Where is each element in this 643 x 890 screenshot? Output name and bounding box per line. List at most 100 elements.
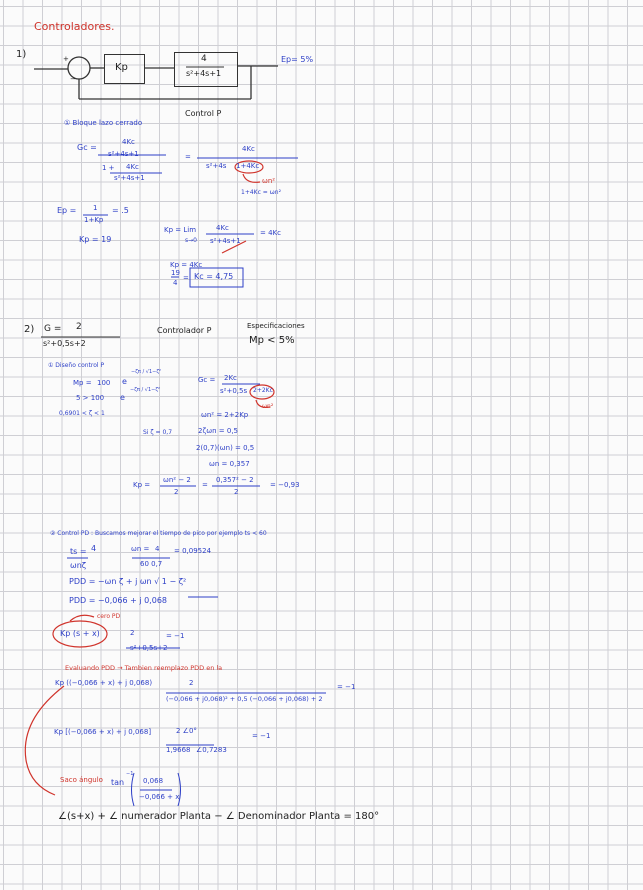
plant-numerator: 4 <box>201 54 207 64</box>
gc2-label: Gc = <box>198 376 216 384</box>
kp-block-label: Kp <box>115 62 128 73</box>
angulo-note: Saco ángulo <box>60 776 103 784</box>
tan-num: 0,068 <box>143 777 164 785</box>
tan-label: tan <box>111 778 125 787</box>
mp1-exp: −ζπ / √1−ζ² <box>131 369 162 375</box>
sum-plus: + <box>63 55 69 63</box>
kp-circled: Kp (s + x) <box>60 629 100 638</box>
ep-spec: Ep= 5% <box>281 55 314 64</box>
kp-lim: Kp = Lim <box>164 226 197 234</box>
ep-frac-den: 1+Kp <box>84 216 104 224</box>
kp-value: Kp = 19 <box>79 235 112 244</box>
wn-lead: ωn = <box>131 545 150 553</box>
sub-2-title: ② Control PD : Buscamos mejorar el tiemp… <box>50 530 267 537</box>
control-p-label: Control P <box>185 109 222 118</box>
sub-1-title: ① Diseño control P <box>48 362 105 369</box>
step-1-title: ① Bloque lazo cerrado <box>64 119 143 127</box>
mp2-lead: 5 > 100 <box>76 394 105 402</box>
frac-19: 19 <box>171 269 180 277</box>
eq-b: 2(0,7)(ωn) = 0,5 <box>196 444 255 452</box>
gc-eq: = <box>185 153 191 161</box>
kp2-num: ωn² − 2 <box>163 476 191 484</box>
wn-result: = 0,09524 <box>174 547 212 555</box>
kp-lim-num: 4Kc <box>216 224 229 232</box>
polar-num: 2 ∠0° <box>176 727 197 735</box>
kp2-eq1: = <box>202 481 208 489</box>
wn2-eq2: ωn² = 2+2Kp <box>201 411 249 419</box>
pdd-b: PDD = −0,066 + j 0,068 <box>69 596 167 605</box>
gc2-circled: 2+2Kc <box>253 387 273 394</box>
kp2-bracket: Kp [(−0,066 + x) + j 0,068] <box>54 728 152 736</box>
ts-num: 4 <box>91 544 97 553</box>
plant-block <box>174 52 238 87</box>
gc-res-circled: 1+4Kc <box>236 162 260 170</box>
kp2-den2: 2 <box>234 488 239 496</box>
gc2-den: s²+0,5s <box>220 387 248 395</box>
eq-a: 2ζωn = 0,5 <box>198 427 239 435</box>
kc-result: Kc = 4,75 <box>194 272 234 281</box>
kp-lim-result: = 4Kc <box>260 229 281 237</box>
wn-num: 4 <box>155 545 160 553</box>
kp2-num2: 0,357² − 2 <box>216 476 254 484</box>
tf-result: = −1 <box>166 632 185 640</box>
gc-den2-lead: 1 + <box>102 164 115 172</box>
polar-result: = −1 <box>252 732 271 740</box>
big-result: = −1 <box>337 683 356 691</box>
kp2-den: 2 <box>174 488 179 496</box>
g2-label: G = <box>44 324 62 334</box>
g2-den: s²+0,5s+2 <box>43 339 86 348</box>
sum-minus: − <box>70 75 76 83</box>
big-lead: Kp ((−0,066 + x) + j 0,068) <box>55 679 153 687</box>
kp-lim-den: s²+4s+1 <box>210 237 241 245</box>
problem-1-number: 1) <box>16 49 27 60</box>
wn2-equation: 1+4Kc = ωn² <box>241 189 281 196</box>
zeta-range: 0,6901 < ζ < 1 <box>59 410 105 417</box>
mp2-exp: −ζπ / √1−ζ² <box>130 387 161 393</box>
gc-den2-num: 4Kc <box>126 163 139 171</box>
polar-den2: ∠0,7283 <box>196 746 227 754</box>
wn2-note: ωn² <box>262 177 276 185</box>
wn-den: 60 0,7 <box>140 560 163 568</box>
mp1-100: 100 <box>97 379 111 387</box>
pdd-a: PDD = −ωn ζ + j ωn √ 1 − ζ² <box>69 577 187 586</box>
ep-value: = .5 <box>112 206 129 215</box>
ep-frac-num: 1 <box>93 204 98 212</box>
kp-lim-sub: s→0 <box>185 237 197 244</box>
zeta-select: Si ζ = 0,7 <box>143 429 173 436</box>
ts-den: ωnζ <box>70 561 87 570</box>
tan-den: −0,066 + x <box>139 793 180 801</box>
big-den: (−0,066 + j0,068)² + 0,5 (−0,066 + j0,06… <box>166 695 323 703</box>
gc-num: 4Kc <box>122 138 135 146</box>
gc-label: Gc = <box>77 143 97 152</box>
page-title: Controladores. <box>34 20 115 33</box>
mp2-e: e <box>120 393 125 402</box>
mp1-lead: Mp = <box>73 379 92 387</box>
controller-p: Controlador P <box>157 326 212 335</box>
frac-4: 4 <box>173 279 178 287</box>
tf-den: s²+0,5s+2 <box>130 644 168 652</box>
kp-block <box>104 54 145 84</box>
g2-num: 2 <box>76 322 82 332</box>
problem-2-number: 2) <box>24 324 35 335</box>
ts-lead: ts = <box>70 547 87 556</box>
kp-eq2: Kp = 4Kc <box>170 261 203 269</box>
mp1-e: e <box>122 377 127 386</box>
gc-den2-den: s²+4s+1 <box>114 174 145 182</box>
gc-res-den: s²+4s <box>206 162 227 170</box>
kp2-result: = −0,93 <box>270 481 300 489</box>
tf-num: 2 <box>130 629 135 637</box>
cero-pd-note: cero PD <box>97 613 121 620</box>
evaluando-note: Evaluando PDD → Tambien reemplazo PDD en… <box>65 664 223 672</box>
eq-c: ωn = 0,357 <box>209 460 250 468</box>
spec-title: Especificaciones <box>247 322 305 330</box>
gc-den: s²+4s+1 <box>108 150 139 158</box>
gc2-num: 2Kc <box>224 374 237 382</box>
gc-res-num: 4Kc <box>242 145 255 153</box>
polar-den1: 1,9668 <box>166 746 191 754</box>
tan-exp: −1 <box>126 771 134 777</box>
spec-value: Mp < 5% <box>249 335 295 346</box>
gc2-wn2: ωn² <box>262 403 274 410</box>
big-num: 2 <box>189 679 194 687</box>
final-angle-equation: ∠(s+x) + ∠ numerador Planta − ∠ Denomina… <box>58 811 380 822</box>
